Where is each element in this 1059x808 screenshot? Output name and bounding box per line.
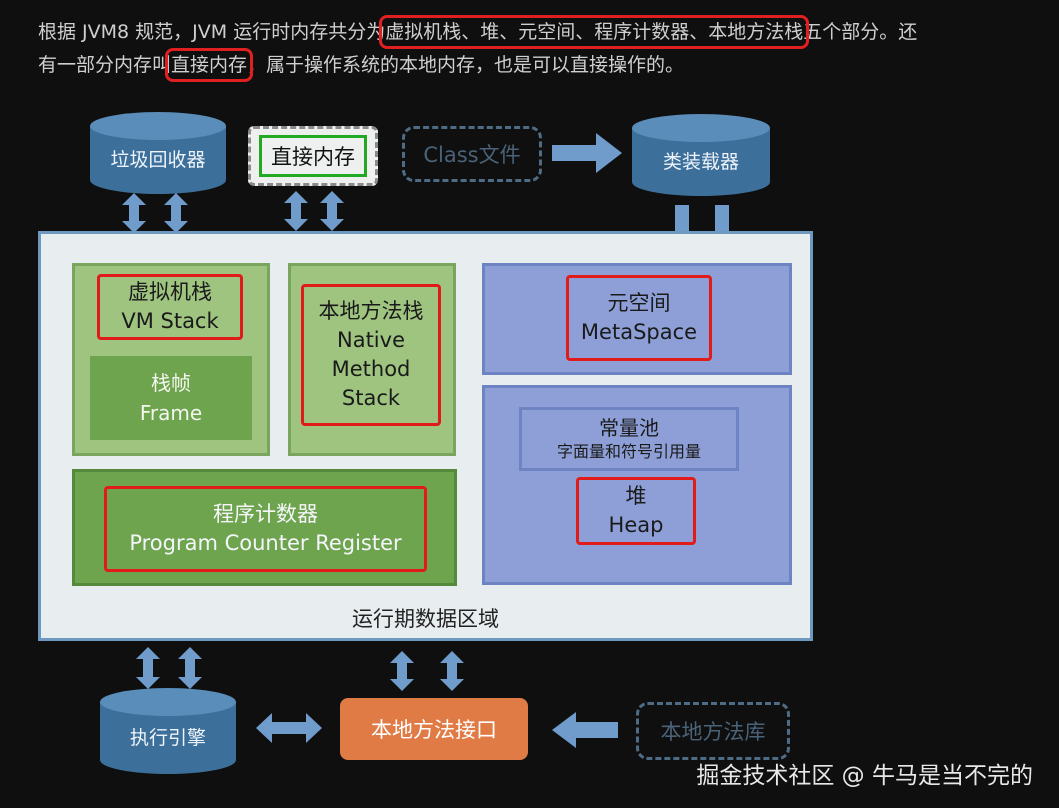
intro-line-1: 根据 JVM8 规范，JVM 运行时内存共分为虚拟机栈、堆、元空间、程序计数器、… xyxy=(38,15,918,49)
program-counter-label: 程序计数器 Program Counter Register xyxy=(104,486,427,572)
native-library-box: 本地方法库 xyxy=(636,702,790,760)
vm-stack-label: 虚拟机栈 VM Stack xyxy=(97,274,243,340)
direct-memory-runtime-arrows xyxy=(284,191,344,231)
highlight-direct-memory: 直接内存 xyxy=(165,48,254,82)
highlight-memory-parts: 虚拟机栈、堆、元空间、程序计数器、本地方法栈 xyxy=(379,15,810,49)
direct-memory-label: 直接内存 xyxy=(259,135,367,177)
native-interface-box: 本地方法接口 xyxy=(340,698,528,760)
engine-interface-arrow xyxy=(256,713,322,743)
class-loader-cylinder: 类装载器 xyxy=(632,114,770,196)
runtime-area-title: 运行期数据区域 xyxy=(352,607,499,631)
class-file-box: Class文件 xyxy=(402,126,542,182)
heap-panel xyxy=(482,385,792,585)
metaspace-label: 元空间 MetaSpace xyxy=(566,275,712,361)
class-to-loader-arrow xyxy=(552,133,622,173)
heap-label: 堆 Heap xyxy=(576,477,696,545)
frame-box: 栈帧 Frame xyxy=(90,356,252,440)
constant-pool-box: 常量池 字面量和符号引用量 xyxy=(519,407,739,471)
watermark: 掘金技术社区 @ 牛马是当不完的 xyxy=(696,763,1033,789)
direct-memory-box: 直接内存 xyxy=(248,126,378,186)
metaspace-panel xyxy=(482,263,792,375)
intro-paragraph: 根据 JVM8 规范，JVM 运行时内存共分为虚拟机栈、堆、元空间、程序计数器、… xyxy=(38,15,1038,82)
native-method-stack-label: 本地方法栈 Native Method Stack xyxy=(301,284,441,426)
library-to-interface-arrow xyxy=(552,712,618,748)
runtime-interface-arrows xyxy=(390,651,464,691)
intro-line-2: 有一部分内存叫直接内存，属于操作系统的本地内存，也是可以直接操作的。 xyxy=(38,48,685,82)
runtime-engine-arrows xyxy=(136,647,202,689)
garbage-collector-cylinder: 垃圾回收器 xyxy=(90,112,226,194)
gc-runtime-arrows xyxy=(122,193,188,233)
execution-engine-cylinder: 执行引擎 xyxy=(100,688,236,774)
